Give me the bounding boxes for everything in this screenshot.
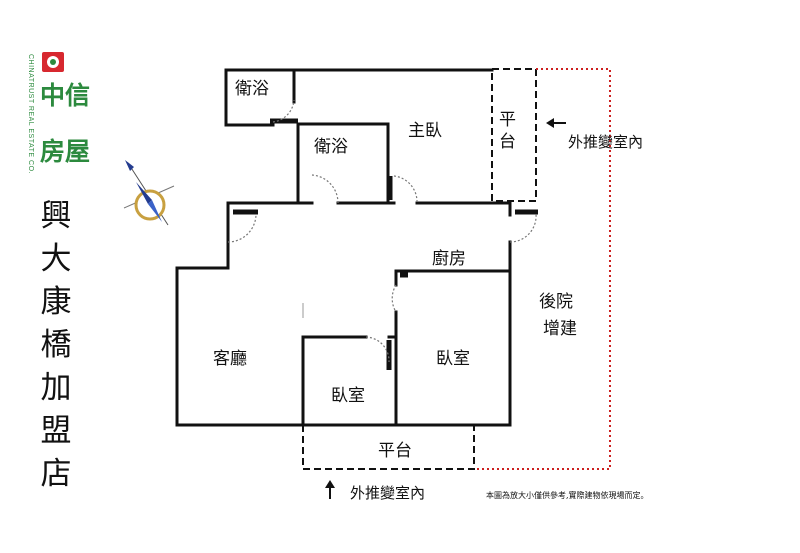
room-platform-top-label: 平台 (499, 110, 516, 152)
door-swings (227, 99, 537, 363)
store-name-char: 大 (40, 241, 72, 277)
room-backyard-label-1: 後院 (539, 292, 573, 312)
store-name-char: 加 (40, 370, 72, 406)
arrows (325, 118, 566, 499)
brand-english-name: CHINATRUST REAL ESTATE CO. (27, 54, 34, 174)
brand-name-line-1: 中信 (40, 81, 91, 110)
store-name-char: 康 (40, 284, 72, 320)
walls (175, 68, 512, 427)
room-bath-2-label: 衛浴 (314, 137, 348, 157)
store-name: 興 大 康 橋 加 盟 店 (36, 195, 76, 496)
bottom-arrow-annotation: 外推變室內 (350, 484, 426, 502)
room-bedroom-small-label: 臥室 (331, 386, 365, 406)
disclaimer-note: 本圖為放大小僅供參考,實際建物依現場而定。 (486, 491, 649, 500)
store-name-char: 盟 (40, 413, 72, 449)
platform-outlines (302, 68, 537, 470)
room-backyard-label-2: 增建 (543, 319, 577, 339)
brand-name-line-2: 房屋 (40, 137, 91, 166)
room-bedroom-center-label: 臥室 (436, 349, 470, 369)
backyard-boundary (474, 68, 611, 470)
right-arrow-annotation: 外推變室內 (568, 133, 644, 151)
store-name-char: 橋 (40, 327, 72, 363)
room-living-room-label: 客廳 (213, 349, 247, 369)
chinatrust-logo-icon (42, 52, 64, 72)
store-name-char: 興 (40, 198, 72, 234)
store-name-char: 店 (40, 456, 72, 492)
room-bath-1-label: 衛浴 (235, 79, 269, 99)
wall-stubs (233, 118, 538, 370)
room-kitchen-label: 廚房 (432, 249, 466, 269)
room-platform-bottom-label: 平台 (378, 441, 412, 461)
compass-icon (123, 160, 175, 226)
room-master-bedroom-label: 主臥 (408, 121, 442, 141)
